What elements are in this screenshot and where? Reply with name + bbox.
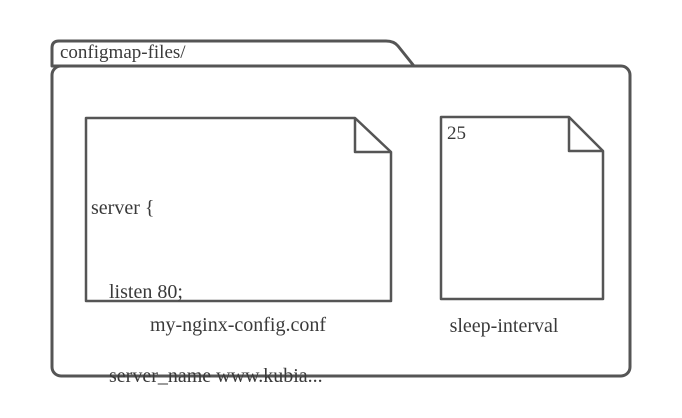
code-line: listen 80; (109, 281, 183, 303)
file-name-sleep-interval: sleep-interval (449, 315, 559, 337)
folder-tab-shape (50, 39, 416, 68)
code-line: server_name www.kubia... (109, 365, 323, 387)
file-shape-sleep-interval (439, 115, 605, 301)
file-content-sleep-interval: 25 (447, 123, 466, 144)
folder-tab-label: configmap-files/ (60, 42, 186, 63)
code-line: server { (91, 197, 155, 219)
file-content-nginx-config: server { listen 80; server_name www.kubi… (91, 138, 323, 418)
folded-corner-icon (567, 117, 603, 153)
file-shape-nginx-config (84, 116, 393, 303)
folded-corner-icon (353, 118, 391, 154)
file-name-nginx-config: my-nginx-config.conf (149, 314, 327, 336)
